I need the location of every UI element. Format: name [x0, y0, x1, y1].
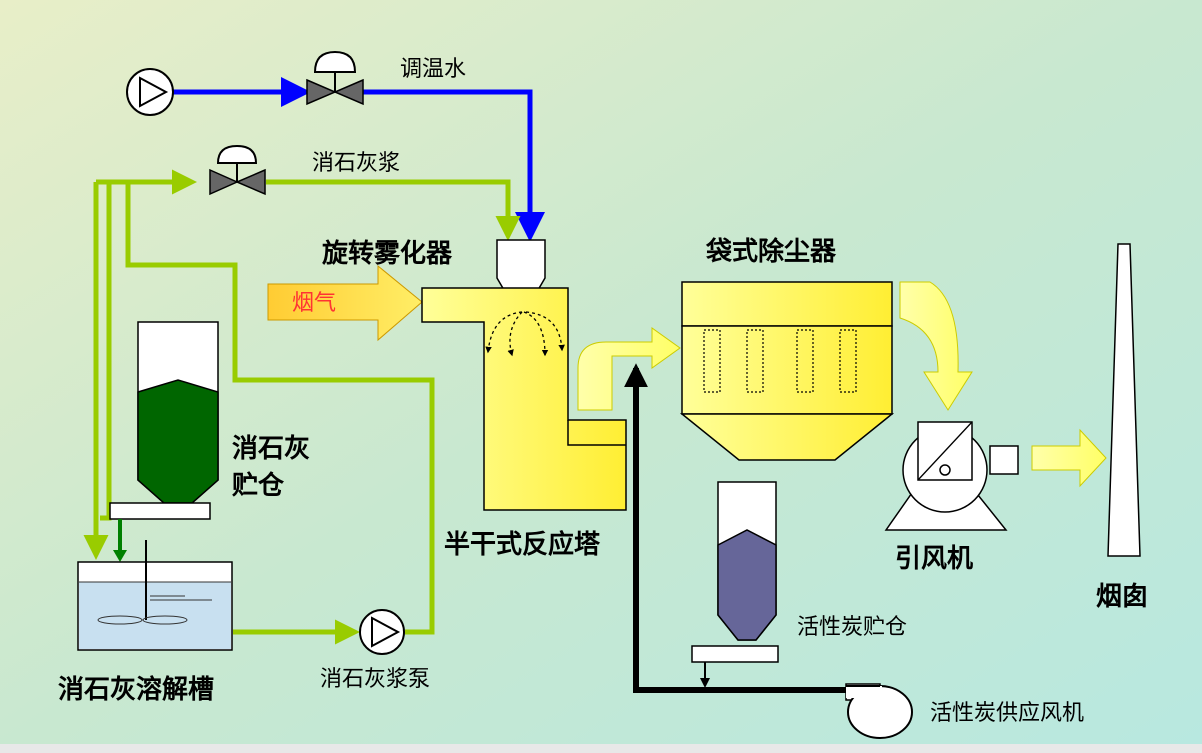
carbon-supply-fan-icon: [845, 683, 913, 739]
carbon-supply-line: [624, 363, 850, 693]
chimney-label: 烟囱: [1096, 582, 1148, 612]
flue-gas-arrow: [267, 264, 423, 342]
carbon-silo-label: 活性炭贮仓: [797, 615, 907, 640]
lime-slurry-lines: [83, 169, 521, 645]
dissolving-tank-label: 消石灰溶解槽: [58, 674, 214, 705]
lime-dissolving-tank: [77, 540, 233, 651]
activated-carbon-silo: [691, 481, 779, 688]
fan-to-chimney-arrow: [1031, 428, 1107, 488]
id-fan-label: 引风机: [895, 544, 973, 574]
water-valve-icon: [306, 50, 364, 106]
lime-slurry-label: 消石灰浆: [312, 151, 400, 176]
slurry-pump-icon: [359, 609, 405, 655]
slurry-pump-label: 消石灰浆泵: [320, 667, 430, 692]
flue-gas-label: 烟气: [292, 291, 336, 316]
temp-water-label: 调温水: [400, 57, 466, 82]
bag-filter-label: 袋式除尘器: [705, 236, 837, 267]
temp-water-line: [172, 77, 545, 242]
bag-filter: [679, 281, 895, 461]
filter-to-fan-arrow: [899, 281, 973, 411]
slurry-valve-icon: [209, 144, 266, 196]
induced-draft-fan: [884, 421, 1019, 531]
rotary-atomizer-label: 旋转雾化器: [322, 239, 453, 269]
water-pump-icon: [126, 68, 174, 116]
lime-silo-label-line1: 消石灰: [232, 434, 310, 464]
chimney: [1107, 243, 1141, 557]
carbon-fan-label: 活性炭供应风机: [930, 701, 1084, 726]
lime-silo-label-line2: 贮仓: [232, 470, 285, 501]
bottom-strip: [0, 744, 1202, 753]
reactor-label: 半干式反应塔: [444, 529, 601, 560]
semi-dry-reactor: [421, 287, 627, 511]
lime-silo: [109, 321, 219, 562]
reactor-to-filter-arrow: [577, 327, 681, 411]
